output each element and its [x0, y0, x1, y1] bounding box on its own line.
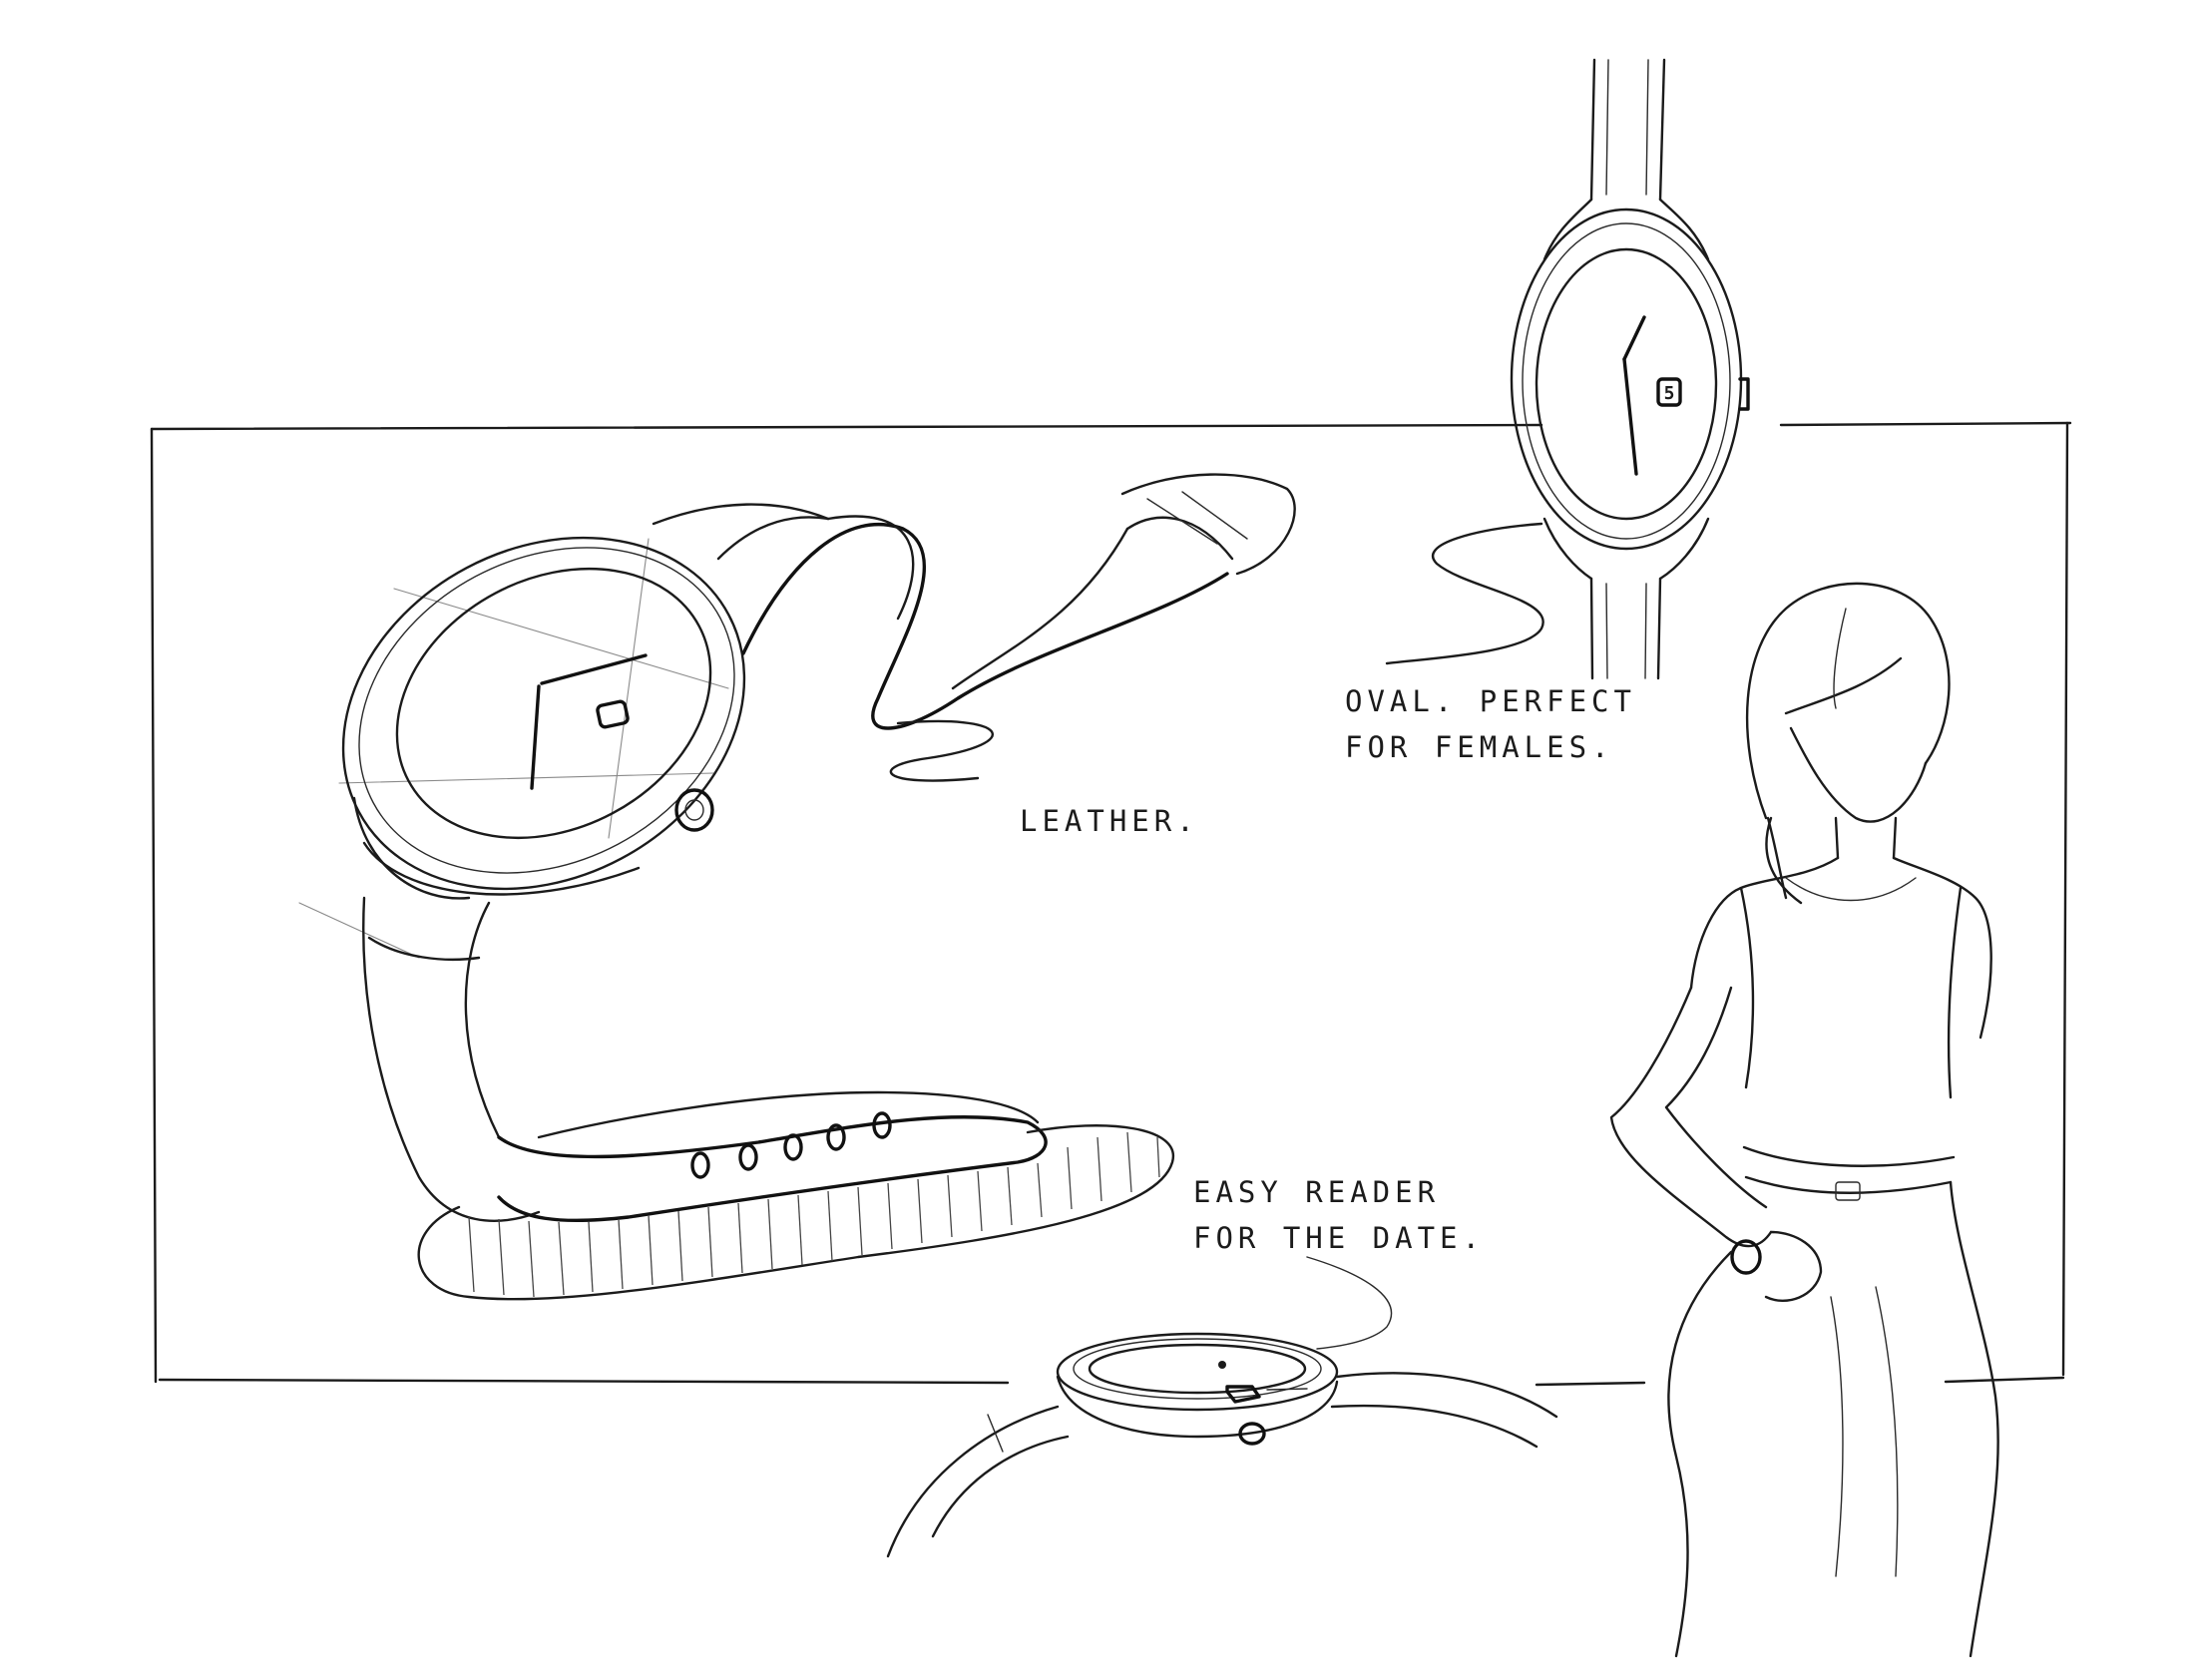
annotation-oval-line1: OVAL. PERFECT [1345, 684, 1636, 718]
shadow-hatching [468, 1131, 1160, 1298]
oval-watch-side-sketch [886, 1256, 1558, 1558]
female-figure-sketch [1609, 582, 1999, 1658]
annotation-easy-reader: EASY READER FOR THE DATE. [1193, 1169, 1485, 1261]
leather-watch-sketch [298, 473, 1296, 1301]
annotation-oval: OVAL. PERFECT FOR FEMALES. [1345, 678, 1636, 770]
annotation-leather: LEATHER. [1020, 798, 1199, 844]
annotation-leather-text: LEATHER. [1020, 804, 1199, 838]
annotation-reader-line2: FOR THE DATE. [1193, 1221, 1485, 1255]
annotation-oval-line2: FOR FEMALES. [1345, 730, 1614, 764]
annotation-reader-line1: EASY READER [1193, 1175, 1441, 1209]
oval-watch-front-sketch: 5 [1385, 58, 1750, 680]
presentation-frame [150, 421, 2072, 1387]
date-window-digit: 5 [1664, 383, 1675, 404]
